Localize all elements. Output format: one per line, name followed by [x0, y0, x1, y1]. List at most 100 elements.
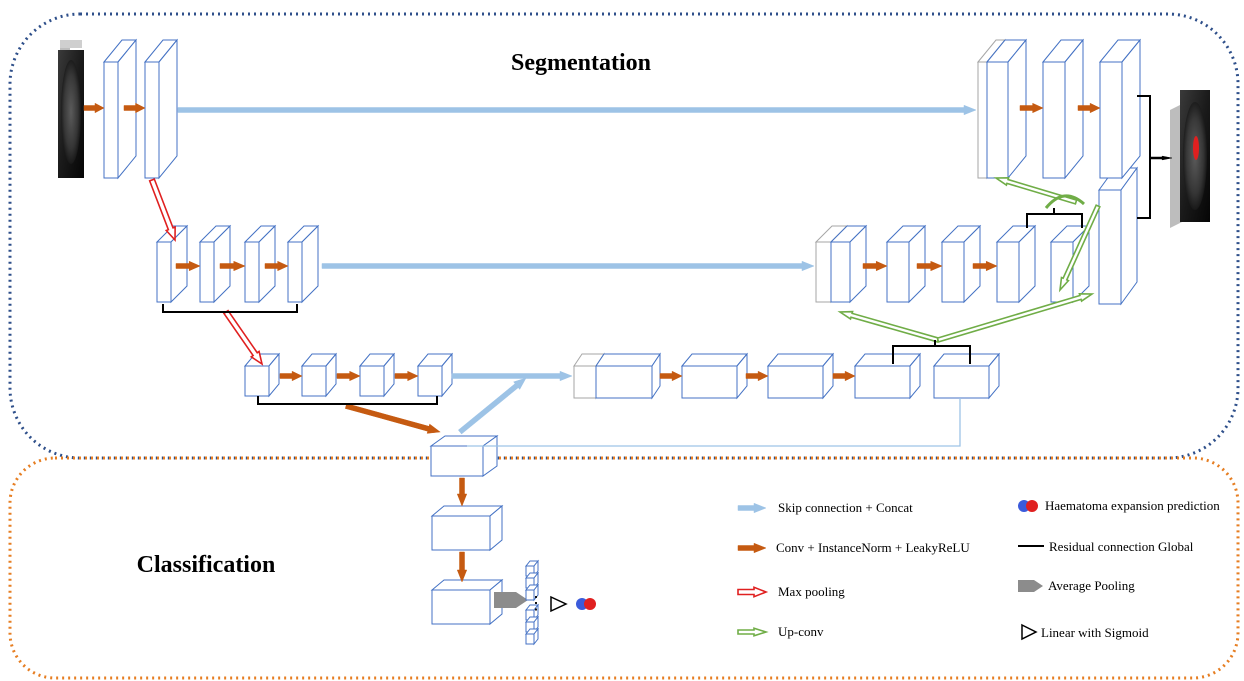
conv-arrow — [264, 260, 289, 272]
legend: Skip connection + Concat Conv + Instance… — [737, 498, 1220, 641]
feature-map-block — [430, 504, 504, 552]
segmentation-title: Segmentation — [511, 50, 651, 76]
classification-title: Classification — [137, 552, 276, 578]
legend-residual: Residual connection Global — [1018, 539, 1194, 554]
feature-map-block — [358, 352, 396, 398]
conv-arrow-icon — [737, 542, 767, 554]
legend-upconv: Up-conv — [737, 624, 824, 639]
feature-map-block — [1041, 38, 1085, 180]
residual-output-arrow — [1149, 155, 1173, 161]
skip-arrow-icon — [737, 502, 767, 514]
legend-conv-label: Conv + InstanceNorm + LeakyReLU — [776, 540, 970, 555]
feature-vector — [524, 559, 540, 646]
avgpool-arrow — [494, 592, 528, 608]
feature-map-block — [300, 352, 338, 398]
skip-arrow — [458, 377, 527, 435]
legend-avgpool: Average Pooling — [1018, 578, 1135, 593]
conv-arrow — [862, 260, 888, 272]
legend-maxpool: Max pooling — [737, 584, 845, 599]
linear-sigmoid-icon — [550, 595, 568, 613]
feature-map-block — [766, 352, 835, 400]
feature-map-block — [102, 38, 138, 180]
conv-arrow — [832, 370, 856, 382]
conv-arrow — [456, 551, 468, 583]
concat-blue-block — [985, 38, 1028, 180]
feature-map-block — [143, 38, 179, 180]
feature-map-block — [1098, 38, 1142, 180]
legend-conv: Conv + InstanceNorm + LeakyReLU — [737, 540, 970, 555]
legend-maxpool-label: Max pooling — [778, 584, 845, 599]
feature-map-block — [853, 352, 922, 400]
feature-map-block — [680, 352, 749, 400]
conv-arrow — [345, 403, 441, 434]
feature-map-block — [995, 224, 1037, 304]
segmentation-mask-icon — [1170, 90, 1210, 228]
feature-map-block — [429, 435, 499, 477]
residual-line — [257, 396, 438, 405]
conv-arrow — [972, 260, 998, 272]
residual-line — [892, 345, 971, 364]
bottleneck-skip-line — [467, 398, 961, 447]
conv-arrow — [916, 260, 943, 272]
upconv-arrow-icon — [737, 627, 769, 637]
conv-arrow — [175, 260, 201, 272]
concat-block — [976, 38, 1028, 180]
conv-arrow — [745, 370, 769, 382]
skip-arrow — [177, 104, 977, 116]
conv-arrow — [83, 102, 105, 114]
conv-arrow — [1019, 102, 1044, 114]
skip-arrow — [451, 370, 573, 382]
conv-arrow — [123, 102, 146, 114]
conv-arrow — [456, 477, 468, 507]
feature-map-block — [286, 224, 320, 304]
upconv-arrow — [837, 310, 940, 343]
legend-prediction-label: Haematoma expansion prediction — [1045, 498, 1220, 513]
upconv-curve — [1044, 194, 1086, 209]
legend-avgpool-label: Average Pooling — [1048, 578, 1135, 593]
feature-map-block — [1098, 166, 1138, 306]
skip-arrow — [321, 260, 815, 272]
segmentation-frame — [8, 12, 1240, 460]
conv-arrow — [394, 370, 419, 382]
feature-map-block — [932, 352, 1001, 400]
legend-skip-label: Skip connection + Concat — [778, 500, 913, 515]
concat-blue-block — [829, 224, 868, 304]
conv-arrow — [219, 260, 246, 272]
legend-upconv-label: Up-conv — [778, 624, 824, 639]
legend-prediction: Haematoma expansion prediction — [1018, 498, 1220, 513]
prediction-red-icon — [1026, 500, 1038, 512]
feature-map-block — [416, 352, 454, 398]
vector-cube — [524, 627, 540, 646]
vector-cube — [524, 603, 540, 622]
linear-sigmoid-legend-icon — [1021, 623, 1038, 641]
legend-residual-label: Residual connection Global — [1049, 539, 1194, 554]
concat-block — [814, 224, 868, 304]
maxpool-arrow — [222, 309, 264, 366]
connection-arrows — [83, 95, 1173, 608]
legend-linear-label: Linear with Sigmoid — [1041, 625, 1149, 640]
vector-cube — [524, 615, 540, 634]
legend-linear: Linear with Sigmoid — [1021, 623, 1149, 641]
feature-map-blocks — [102, 38, 1142, 626]
conv-arrow — [1077, 102, 1101, 114]
feature-map-block — [243, 352, 281, 398]
residual-line — [162, 304, 298, 313]
feature-map-block — [430, 578, 504, 626]
vector-cube — [524, 583, 540, 602]
maxpool-arrow-icon — [737, 586, 769, 598]
conv-arrow — [279, 370, 303, 382]
legend-skip: Skip connection + Concat — [737, 500, 913, 515]
conv-arrow — [659, 370, 683, 382]
avgpool-arrow-icon — [1018, 580, 1043, 592]
mri-slice-icon — [58, 40, 84, 178]
prediction-circles-icon — [576, 598, 596, 610]
classification-frame — [8, 456, 1240, 680]
upconv-arrow — [1058, 204, 1101, 293]
concat-block — [573, 352, 661, 400]
feature-map-block — [940, 224, 982, 304]
concat-blue-block — [595, 352, 661, 400]
maxpool-arrow — [148, 178, 176, 243]
upconv-arrow — [936, 292, 1095, 343]
vector-ellipsis: ⋮ — [527, 593, 545, 613]
